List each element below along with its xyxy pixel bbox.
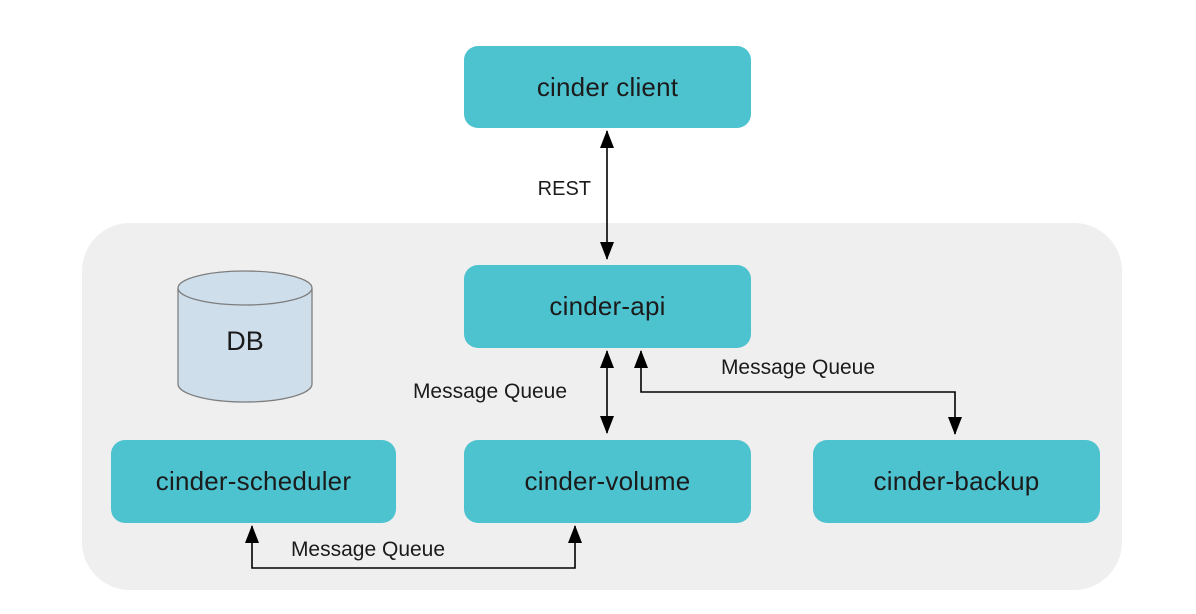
node-cinder-api: cinder-api bbox=[464, 265, 751, 348]
node-cinder-api-label: cinder-api bbox=[549, 291, 666, 321]
edge-label-message-queue-scheduler-volume: Message Queue bbox=[290, 538, 446, 561]
cylinder-body bbox=[177, 288, 313, 403]
cylinder-top bbox=[177, 270, 313, 306]
node-cinder-scheduler: cinder-scheduler bbox=[111, 440, 396, 523]
edge-label-message-queue-api-volume: Message Queue bbox=[412, 380, 568, 403]
node-cinder-backup-label: cinder-backup bbox=[873, 466, 1040, 496]
node-cinder-client: cinder client bbox=[464, 46, 751, 128]
edge-label-rest: REST bbox=[537, 178, 591, 200]
node-cinder-backup: cinder-backup bbox=[813, 440, 1100, 523]
node-cinder-client-label: cinder client bbox=[536, 71, 679, 102]
db-node-label: DB bbox=[226, 325, 264, 356]
node-cinder-volume: cinder-volume bbox=[464, 440, 751, 523]
node-cinder-volume-label: cinder-volume bbox=[524, 466, 691, 496]
node-cinder-scheduler-label: cinder-scheduler bbox=[155, 466, 352, 496]
edge-label-message-queue-api-backup: Message Queue bbox=[720, 356, 876, 379]
database-cylinder-icon bbox=[177, 270, 313, 403]
